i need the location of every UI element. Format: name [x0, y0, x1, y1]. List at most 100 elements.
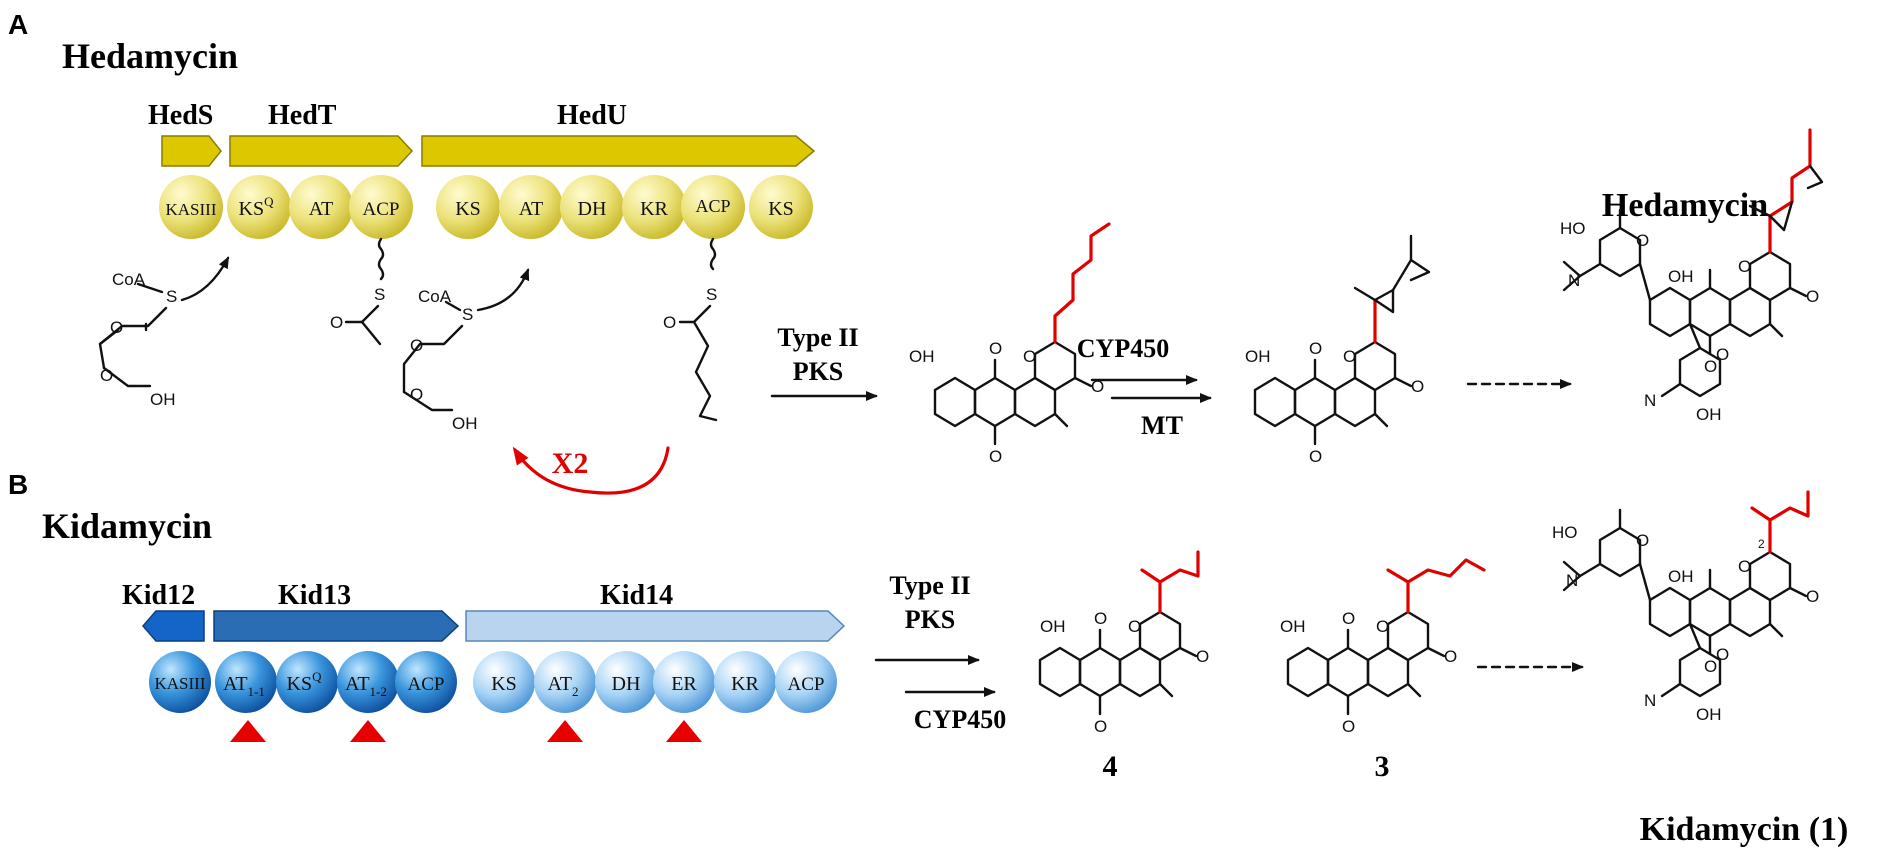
domain-ks	[436, 175, 500, 239]
o-label-2: O	[100, 366, 113, 385]
kidamycin-type2-pks-step: Type II PKS CYP450	[874, 571, 1006, 734]
domain-at12	[337, 651, 399, 713]
domain-label-ks: KS	[455, 198, 481, 220]
atom-ho: HO	[1560, 219, 1586, 238]
domain-label-ks-b: KS	[491, 673, 517, 695]
domain-label-kasiii: KASIII	[166, 200, 217, 219]
atom-o-q: O	[1704, 357, 1717, 376]
domain-markers	[230, 720, 702, 742]
domain-label-er-b: ER	[671, 673, 697, 695]
gene-arrow-hedt	[229, 135, 414, 167]
acp-acetyl-thioester: S O	[330, 237, 385, 346]
domain-label-acp2-b: ACP	[788, 674, 825, 695]
step-label-cyp450-b: CYP450	[914, 705, 1006, 734]
domain-acp-2	[681, 175, 745, 239]
hedamycin-type2-pks-step: Type II PKS	[770, 323, 878, 401]
atom-n-k2: N	[1644, 691, 1656, 710]
atom-o-ketone-2: O	[1309, 339, 1322, 358]
gene-arrow-kid13	[213, 610, 460, 642]
atom-o-pyranone-2: O	[1411, 377, 1424, 396]
atom-o-pyr-k: O	[1738, 557, 1751, 576]
atom-o-ring: O	[1023, 347, 1036, 366]
gene-arrow-hedu	[421, 135, 816, 167]
compound-4-label: 4	[1103, 750, 1118, 783]
atom-n-2: N	[1644, 391, 1656, 410]
domain-kr	[622, 175, 686, 239]
hedamycin-cyp450-mt-step: CYP450 MT	[1077, 334, 1212, 440]
gene-arrow-kid12	[142, 610, 205, 642]
gene-label-kid13: Kid13	[278, 580, 351, 611]
domain-at2-b	[534, 651, 596, 713]
atom-o-sugar-2: O	[1716, 345, 1729, 364]
hedamycin-intermediate-aglycone: OH O O O O	[909, 222, 1111, 466]
o-acp2-label: O	[663, 313, 676, 332]
atom-o-c3b: O	[1342, 717, 1355, 736]
atom-o-quinone: O	[989, 447, 1002, 466]
domain-label-kr: KR	[640, 198, 668, 220]
hedamycin-domains: KASIII KSQ AT ACP KS AT DH KR ACP KS	[159, 175, 813, 239]
panel-a-letter: A	[8, 9, 28, 40]
domain-kasiii	[159, 175, 223, 239]
step-label-cyp450: CYP450	[1077, 334, 1169, 363]
gene-label-hedt: HedT	[268, 100, 337, 131]
s-acp-label: S	[374, 285, 385, 304]
domain-kasiii-b	[149, 651, 211, 713]
kidamycin-final-structure: HO N OH O O O O N OH O 2	[1552, 490, 1819, 724]
domain-label-acp-b: ACP	[408, 674, 445, 695]
domain-dh	[560, 175, 624, 239]
domain-label-ks-2: KS	[768, 198, 794, 220]
compound-4-structure: OH O O O O 4	[1038, 550, 1209, 783]
domain-acp	[349, 175, 413, 239]
panel-b-title: Kidamycin	[42, 506, 212, 546]
domain-ksq	[227, 175, 291, 239]
domain-label-acp-2: ACP	[695, 196, 730, 216]
domain-label-ksq: KSQ	[239, 194, 275, 220]
s-label-1: S	[166, 287, 177, 306]
atom-o-c3d: O	[1444, 647, 1457, 666]
panel-b-letter: B	[8, 469, 28, 500]
atom-o-ket: O	[1806, 287, 1819, 306]
hedamycin-product-title: Hedamycin	[1602, 187, 1768, 224]
atom-o-ketone: O	[989, 339, 1002, 358]
atom-o-pyr: O	[1738, 257, 1751, 276]
domain-ks-b	[473, 651, 535, 713]
compound-3-structure: OH O O O O 3	[1280, 558, 1486, 783]
malonyl-coa-1: CoA S O O OH	[98, 256, 230, 409]
atom-oh-k2: OH	[1696, 705, 1722, 724]
kidamycin-domains: KASIII AT1-1 KSQ AT1-2 ACP KS AT2 DH ER …	[149, 651, 837, 713]
domain-acp-b	[395, 651, 457, 713]
atom-o-c3c: O	[1376, 617, 1389, 636]
atom-o-ket-k: O	[1806, 587, 1819, 606]
domain-ksq-b	[276, 651, 338, 713]
step-label-type2: Type II	[777, 323, 858, 352]
hedamycin-gene-cluster: HedS HedT HedU	[148, 100, 816, 167]
kidamycin-gene-cluster: Kid12 Kid13 Kid14	[122, 580, 846, 642]
panel-b: B Kidamycin Kid12 Kid13 Kid14 KASIII AT1	[8, 469, 1848, 848]
compound-3-label: 3	[1375, 750, 1390, 783]
domain-at-2	[499, 175, 563, 239]
step-label-pks-b: PKS	[905, 605, 956, 634]
domain-label-at: AT	[309, 198, 333, 220]
atom-oh-c4: OH	[1040, 617, 1066, 636]
atom-ho-k: HO	[1552, 523, 1578, 542]
domain-at11	[215, 651, 277, 713]
atom-o-c4a: O	[1094, 609, 1107, 628]
atom-o-sugar-k: O	[1636, 531, 1649, 550]
panel-a-title: Hedamycin	[62, 36, 238, 76]
oh-label-1: OH	[150, 390, 176, 409]
x2-label: X2	[552, 447, 589, 480]
domain-label-at2-b: AT2	[548, 673, 579, 699]
domain-dh-b	[595, 651, 657, 713]
domain-label-acp: ACP	[363, 199, 400, 220]
atom-oh-3: OH	[1696, 405, 1722, 424]
atom-o-c4d: O	[1196, 647, 1209, 666]
gene-label-heds: HedS	[148, 100, 213, 131]
malonyl-coa-2: CoA S O O OH	[402, 268, 530, 433]
hedamycin-intermediate-epoxide: OH O O O O	[1245, 234, 1431, 466]
gene-label-hedu: HedU	[557, 100, 627, 131]
domain-er-b	[653, 651, 715, 713]
atom-n-k: N	[1566, 571, 1578, 590]
s-acp2-label: S	[706, 285, 717, 304]
atom-o-c4b: O	[1094, 717, 1107, 736]
atom-oh-2: OH	[1245, 347, 1271, 366]
